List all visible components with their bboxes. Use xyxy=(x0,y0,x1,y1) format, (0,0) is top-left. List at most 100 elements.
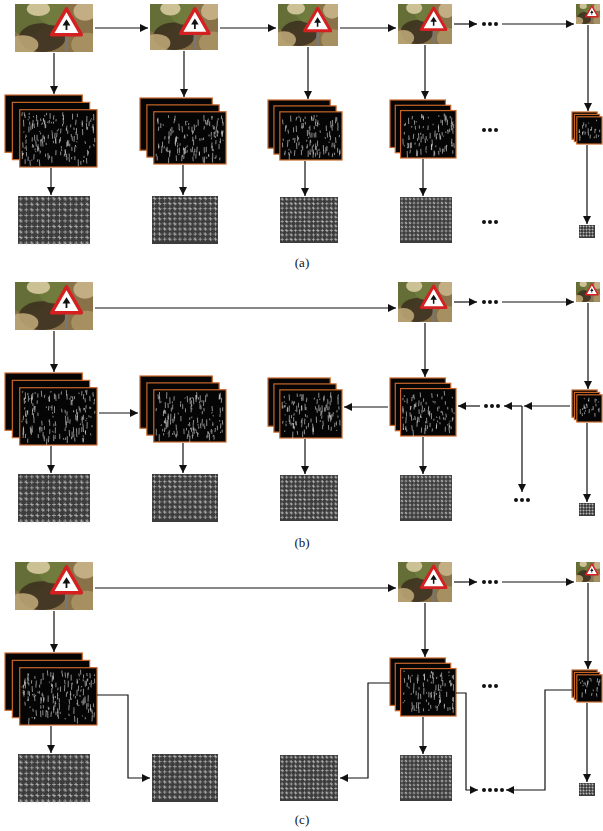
sign-pole xyxy=(433,308,435,322)
photo-blob xyxy=(439,282,453,296)
dot xyxy=(484,404,488,408)
hog-ground xyxy=(280,755,338,801)
feature-map xyxy=(20,110,97,167)
warning-sign xyxy=(305,8,331,31)
sign-pole xyxy=(591,17,593,24)
photo-blob xyxy=(27,282,50,294)
feature-map-stack xyxy=(268,100,342,160)
arrow xyxy=(587,303,588,389)
feature-speckle xyxy=(22,112,95,166)
dot xyxy=(520,498,524,502)
dot xyxy=(526,498,530,502)
arrow xyxy=(524,405,570,406)
hog-cells xyxy=(281,476,338,520)
arrow xyxy=(456,693,478,790)
feature-speckle xyxy=(22,670,95,725)
photo-thumbnail xyxy=(576,4,600,24)
feature-map xyxy=(20,388,97,445)
feature-map-stack xyxy=(140,376,226,443)
warning-sign xyxy=(586,6,598,17)
hog-ground xyxy=(152,196,218,244)
arrow xyxy=(586,423,587,502)
arrow xyxy=(502,581,574,582)
arrow xyxy=(53,53,54,94)
photo-thumbnail xyxy=(398,282,452,322)
feature-map-stack xyxy=(390,378,456,436)
warning-sign xyxy=(421,286,446,308)
photo-blob xyxy=(287,4,305,15)
photo-blob xyxy=(160,4,180,15)
photo-blob xyxy=(439,4,453,18)
dot xyxy=(482,684,486,688)
hog-cells xyxy=(579,225,593,236)
sign-pole xyxy=(433,30,435,44)
dot xyxy=(488,580,492,584)
dot xyxy=(482,22,486,26)
ellipsis-dots xyxy=(482,22,498,26)
photo-blob xyxy=(150,34,170,50)
arrow xyxy=(521,406,522,492)
sign-pole xyxy=(65,35,68,52)
warning-sign xyxy=(586,564,598,575)
hog-grid xyxy=(400,197,452,243)
photo-blob xyxy=(406,282,422,292)
arrow xyxy=(50,726,51,753)
hog-grid xyxy=(280,197,338,243)
arrow xyxy=(50,446,51,473)
ellipsis-dots xyxy=(482,684,498,688)
hog-grid xyxy=(280,475,338,521)
dot xyxy=(488,684,492,688)
warning-sign xyxy=(181,9,210,34)
arrow xyxy=(424,45,425,99)
photo-thumbnail xyxy=(398,562,452,602)
arrow xyxy=(344,406,388,407)
feature-speckle xyxy=(22,390,95,445)
feature-map-stack xyxy=(5,95,97,167)
hog-cells xyxy=(401,476,452,519)
feature-map xyxy=(154,390,226,442)
arrow xyxy=(506,690,572,790)
feature-map xyxy=(577,395,602,422)
feature-speckle xyxy=(156,392,223,443)
sign-symbol xyxy=(314,17,321,26)
dot xyxy=(494,580,498,584)
dot xyxy=(496,404,500,408)
hog-grid xyxy=(152,474,218,522)
sign-symbol xyxy=(430,295,437,304)
photo-blob xyxy=(406,4,422,14)
dot xyxy=(488,220,492,224)
photo-blob xyxy=(74,4,94,21)
warning-sign xyxy=(52,9,82,35)
arrow xyxy=(502,301,574,302)
hog-grid xyxy=(18,754,90,803)
hog-grid xyxy=(18,474,90,523)
feature-map-stack xyxy=(390,100,456,158)
ellipsis-dots xyxy=(482,128,498,132)
feature-map xyxy=(401,111,456,158)
sign-symbol xyxy=(63,577,71,588)
feature-map xyxy=(401,389,456,436)
arrow xyxy=(307,47,308,99)
feature-map xyxy=(20,668,97,725)
dot xyxy=(494,788,498,792)
sign-symbol xyxy=(590,288,593,292)
hog-grid xyxy=(579,503,595,516)
hog-ground xyxy=(280,197,338,243)
dot xyxy=(488,300,492,304)
arrow xyxy=(586,145,587,224)
hog-cells xyxy=(401,198,452,241)
hog-ground xyxy=(579,225,595,238)
feature-map xyxy=(401,669,456,716)
feature-map-stack xyxy=(5,373,97,445)
photo-blob xyxy=(74,562,94,579)
sign-pole xyxy=(591,295,593,302)
arrow xyxy=(458,405,480,406)
photo-thumbnail xyxy=(398,4,452,44)
dot xyxy=(482,128,486,132)
ellipsis-dots xyxy=(482,300,498,304)
ellipsis-dots xyxy=(482,220,498,224)
feature-speckle xyxy=(403,671,454,713)
photo-thumbnail xyxy=(15,4,93,52)
arrow xyxy=(454,301,477,302)
hog-cells xyxy=(281,198,338,242)
